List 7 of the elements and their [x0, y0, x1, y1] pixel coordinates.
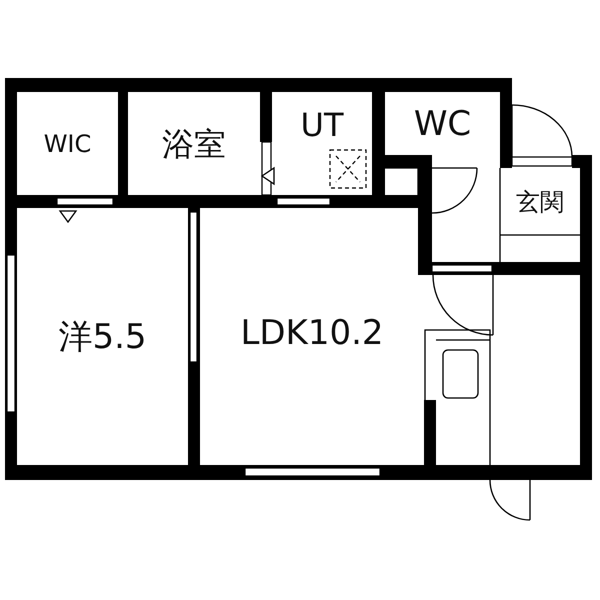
room-label: 浴室 [128, 92, 260, 195]
room-label: UT [272, 92, 372, 158]
room-label: WC [385, 92, 500, 155]
room-label: 玄関 [500, 168, 580, 235]
room-label: 洋5.5 [17, 208, 188, 465]
room-label: LDK10.2 [200, 208, 424, 458]
room-label: WIC [17, 92, 118, 195]
